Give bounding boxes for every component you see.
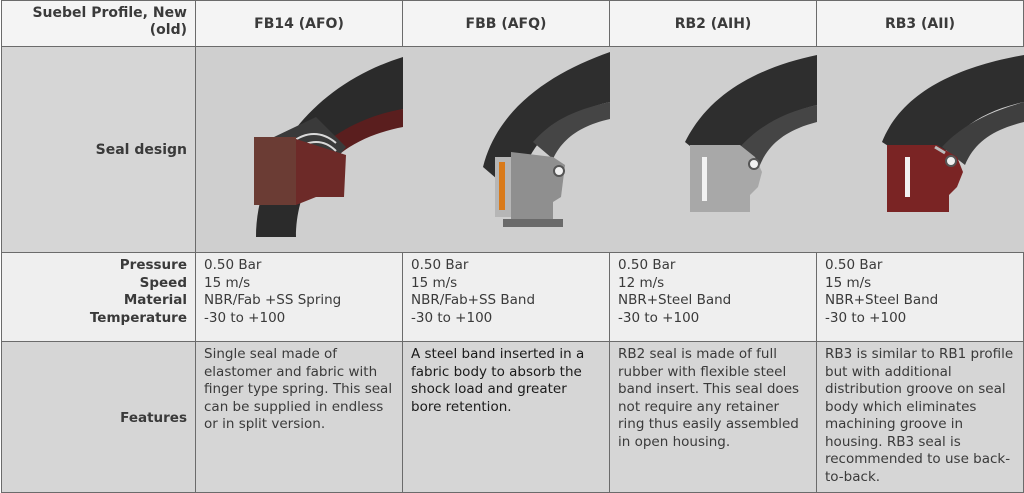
specs-row: Pressure Speed Material Temperature 0.50… xyxy=(1,252,1024,342)
pressure-value: 0.50 Bar xyxy=(204,257,262,273)
seal-rb3-cross-section-icon xyxy=(817,47,1024,252)
material-value: NBR/Fab+SS Band xyxy=(411,292,536,308)
seal-rb2-image xyxy=(609,46,817,253)
temperature-value: -30 to +100 xyxy=(411,309,493,326)
temperature-value: -30 to +100 xyxy=(204,309,286,326)
specs-fbb: 0.50 Bar 15 m/s NBR/Fab+SS Band -30 to +… xyxy=(402,252,610,342)
features-rb3: RB3 is similar to RB1 profile but with a… xyxy=(816,341,1024,493)
column-header-fb14: FB14 (AFO) xyxy=(195,0,403,47)
header-row: Suebel Profile, New (old) FB14 (AFO) FBB… xyxy=(1,0,1024,47)
material-value: NBR+Steel Band xyxy=(618,292,732,308)
speed-value: 15 m/s xyxy=(825,274,872,291)
column-header-rb3: RB3 (AII) xyxy=(816,0,1024,47)
seal-design-label: Seal design xyxy=(1,46,196,253)
seal-fb14-image xyxy=(195,46,403,253)
pressure-value: 0.50 Bar xyxy=(618,257,676,273)
column-header-rb2: RB2 (AIH) xyxy=(609,0,817,47)
features-fb14: Single seal made of elastomer and fabric… xyxy=(195,341,403,493)
temperature-value: -30 to +100 xyxy=(825,309,907,326)
features-fbb: A steel band inserted in a fabric body t… xyxy=(402,341,610,493)
pressure-value: 0.50 Bar xyxy=(825,257,883,273)
temperature-label: Temperature xyxy=(89,309,187,326)
speed-label: Speed xyxy=(139,274,187,291)
seal-fbb-cross-section-icon xyxy=(403,47,610,252)
seal-fbb-image xyxy=(402,46,610,253)
corner-label: Suebel Profile, New (old) xyxy=(1,0,196,47)
features-rb2: RB2 seal is made of full rubber with fle… xyxy=(609,341,817,493)
seal-rb2-cross-section-icon xyxy=(610,47,817,252)
speed-value: 12 m/s xyxy=(618,274,665,291)
specs-rb3: 0.50 Bar 15 m/s NBR+Steel Band -30 to +1… xyxy=(816,252,1024,342)
speed-value: 15 m/s xyxy=(204,274,251,291)
specs-fb14: 0.50 Bar 15 m/s NBR/Fab +SS Spring -30 t… xyxy=(195,252,403,342)
material-value: NBR/Fab +SS Spring xyxy=(204,292,342,308)
column-header-fbb: FBB (AFQ) xyxy=(402,0,610,47)
seal-fb14-cross-section-icon xyxy=(196,47,403,252)
material-value: NBR+Steel Band xyxy=(825,292,939,308)
features-label: Features xyxy=(1,341,196,493)
features-row: Features Single seal made of elastomer a… xyxy=(1,341,1024,493)
pressure-label: Pressure xyxy=(119,257,187,273)
material-label: Material xyxy=(123,292,187,308)
speed-value: 15 m/s xyxy=(411,274,458,291)
seal-rb3-image xyxy=(816,46,1024,253)
seal-design-row: Seal design xyxy=(1,46,1024,253)
spec-labels: Pressure Speed Material Temperature xyxy=(1,252,196,342)
pressure-value: 0.50 Bar xyxy=(411,257,469,273)
specs-rb2: 0.50 Bar 12 m/s NBR+Steel Band -30 to +1… xyxy=(609,252,817,342)
temperature-value: -30 to +100 xyxy=(618,309,700,326)
